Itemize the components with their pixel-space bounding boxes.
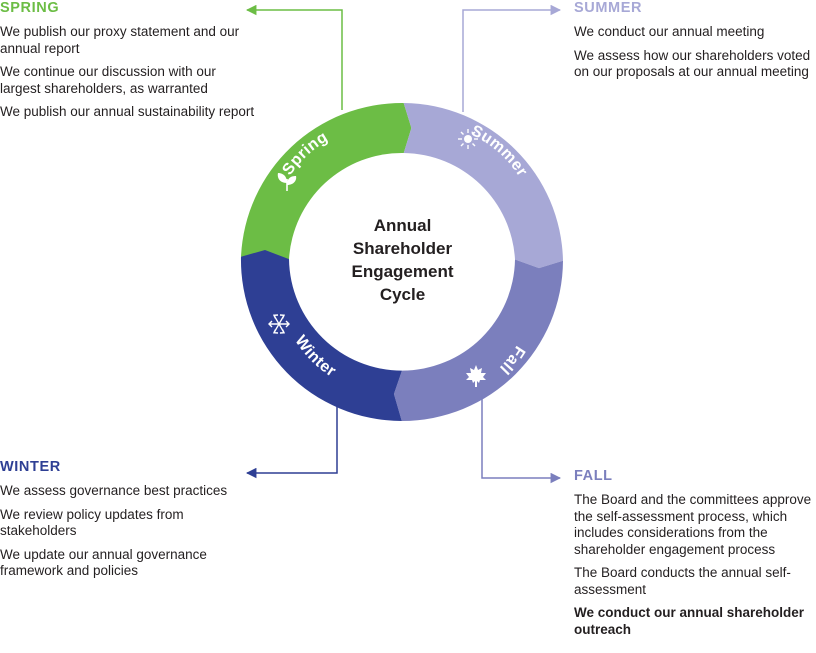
snowflake-icon [268, 314, 290, 334]
spring-heading: SPRING [0, 0, 60, 16]
winter-connector-arrow [245, 405, 338, 479]
summer-text-block: SUMMER We conduct our annual meeting We … [574, 0, 816, 88]
summer-item: We conduct our annual meeting [574, 24, 765, 39]
ring-segment-fall [393, 259, 563, 421]
summer-connector-arrow [462, 4, 562, 112]
ring-segment-winter [240, 250, 402, 421]
cycle-title-line: Cycle [379, 285, 426, 304]
spring-item: We continue our discussion with our larg… [0, 64, 216, 96]
fall-connector-arrow [481, 395, 562, 484]
ring-segment-spring [241, 102, 412, 260]
fall-heading: FALL [574, 468, 613, 484]
fall-item-bold: We conduct our annual shareholder outrea… [574, 605, 805, 637]
fall-item: The Board and the committees approve the… [574, 492, 812, 557]
winter-item: We update our annual governance framewor… [0, 546, 207, 579]
winter-item: We review policy updates from stakeholde… [0, 506, 184, 539]
sprout-icon [277, 173, 297, 191]
maple-leaf-icon [466, 365, 486, 387]
summer-heading: SUMMER [574, 0, 643, 16]
spring-connector-arrow [245, 4, 343, 110]
sun-icon [458, 129, 478, 149]
fall-item: The Board conducts the annual self-asses… [574, 565, 791, 597]
cycle-title: Annual Shareholder Engagement Cycle [330, 214, 475, 306]
spring-item: We publish our annual sustainability rep… [0, 104, 255, 119]
winter-item: We assess governance best practices [0, 483, 228, 498]
fall-text-block: FALL The Board and the committees approv… [574, 468, 816, 645]
winter-text-block: WINTER We assess governance best practic… [0, 459, 245, 587]
winter-heading: WINTER [0, 459, 61, 475]
summer-item: We assess how our shareholders voted on … [574, 47, 811, 80]
spring-text-block: SPRING We publish our proxy statement an… [0, 0, 255, 128]
cycle-title-line: Shareholder [352, 239, 453, 258]
spring-item: We publish our proxy statement and our a… [0, 24, 240, 56]
ring-segment-summer [403, 103, 563, 269]
cycle-title-line: Engagement [351, 262, 454, 281]
cycle-title-line: Annual [373, 216, 432, 235]
